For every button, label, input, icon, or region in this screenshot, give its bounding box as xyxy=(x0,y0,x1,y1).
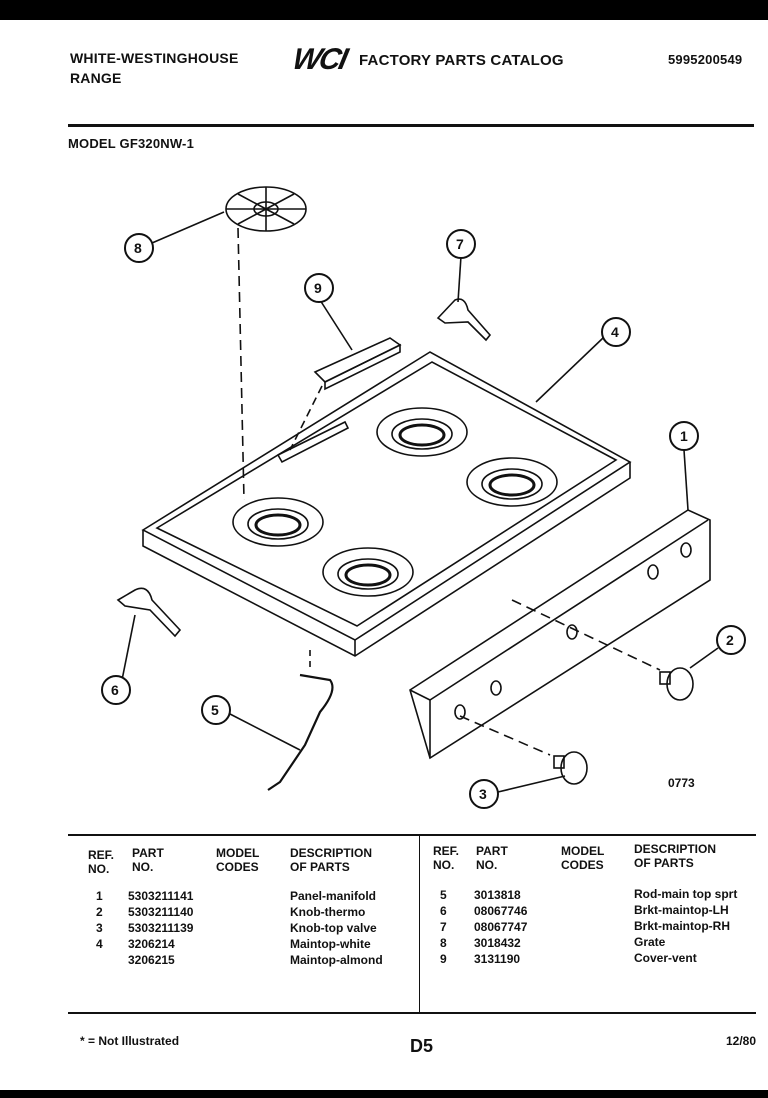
grate-drawing xyxy=(225,186,307,232)
callout-2: 2 xyxy=(726,632,734,648)
diagram-code: 0773 xyxy=(668,776,695,790)
callout-8: 8 xyxy=(134,240,142,256)
brand-line-1: WHITE-WESTINGHOUSE xyxy=(70,50,239,66)
model-number: MODEL GF320NW-1 xyxy=(68,136,195,151)
header-ref-right: REF.NO. xyxy=(433,844,460,872)
vent-cover-drawing xyxy=(313,337,402,391)
header-ref: REF.NO. xyxy=(88,848,115,876)
parts-table xyxy=(68,834,756,1014)
callout-9: 9 xyxy=(314,280,322,296)
wci-logo: WCI xyxy=(289,43,349,76)
knob-thermo-drawing xyxy=(659,667,694,701)
page-number: D5 xyxy=(410,1036,434,1056)
header-rule xyxy=(68,124,754,127)
burner-rear-right xyxy=(466,457,558,507)
burner-front-left xyxy=(232,497,324,547)
callout-7: 7 xyxy=(456,236,464,252)
callout-4: 4 xyxy=(611,324,619,340)
top-border xyxy=(0,0,768,20)
catalog-number: 5995200549 xyxy=(668,52,743,67)
maintop-drawing xyxy=(141,351,632,657)
callout-3: 3 xyxy=(479,786,487,802)
bottom-border xyxy=(0,1090,768,1098)
manifold-panel-drawing xyxy=(409,509,711,760)
callout-6: 6 xyxy=(111,682,119,698)
parts-diagram xyxy=(101,186,746,809)
burner-front-right xyxy=(322,547,414,597)
callout-1: 1 xyxy=(680,428,688,444)
table-divider xyxy=(419,834,420,1012)
burner-rear-left xyxy=(376,407,468,457)
footnote: * = Not Illustrated xyxy=(80,1034,180,1048)
callout-5: 5 xyxy=(211,702,219,718)
knob-top-valve-drawing xyxy=(553,751,588,785)
catalog-date: 12/80 xyxy=(726,1034,757,1048)
brand-line-2: RANGE xyxy=(70,70,122,86)
catalog-title: FACTORY PARTS CATALOG xyxy=(359,52,564,69)
